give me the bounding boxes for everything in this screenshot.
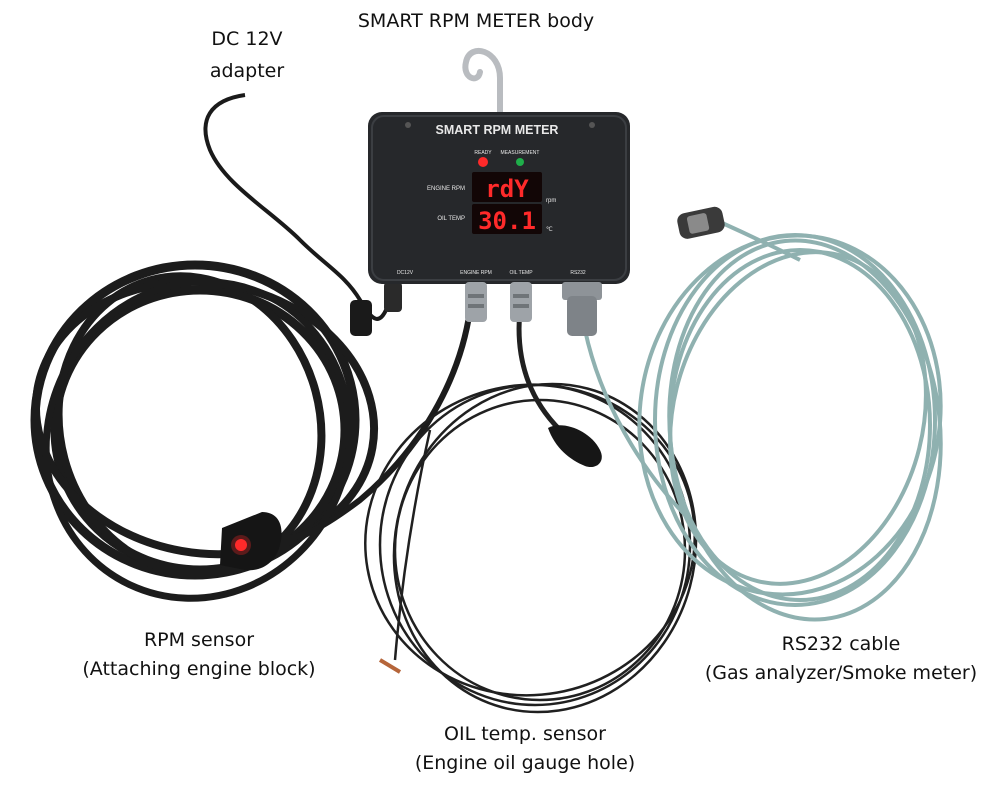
port-dc-label: DC12V bbox=[397, 270, 414, 276]
port-rpm-label: ENGINE RPM bbox=[460, 270, 492, 276]
ready-label: READY bbox=[474, 150, 492, 156]
rs232-cable-coil bbox=[583, 220, 943, 622]
rpm-sensor-callout: RPM sensor (Attaching engine block) bbox=[82, 626, 315, 685]
rs232-label-line1: RS232 cable bbox=[781, 633, 901, 655]
rpm-sensor-head bbox=[220, 512, 282, 571]
adapter-label-line1: DC 12V bbox=[211, 28, 283, 50]
rpm-unit-label: rpm bbox=[546, 198, 556, 204]
rs232-label-line2: (Gas analyzer/Smoke meter) bbox=[704, 662, 978, 685]
port-rs232-label: RS232 bbox=[570, 270, 586, 276]
port-oil-label: OIL TEMP bbox=[509, 270, 533, 276]
oil-sensor-label-line1: OIL temp. sensor bbox=[444, 723, 606, 745]
rpm-display-value: rdY bbox=[485, 175, 529, 203]
oil-temp-connector bbox=[510, 282, 532, 322]
rs232-callout: RS232 cable (Gas analyzer/Smoke meter) bbox=[705, 630, 977, 689]
rpm-sensor-label-line1: RPM sensor bbox=[143, 629, 255, 651]
measurement-label: MEASUREMENT bbox=[501, 150, 540, 156]
rpm-sensor-label-line2: (Attaching engine block) bbox=[82, 658, 316, 681]
rs232-db9-connector bbox=[562, 282, 602, 336]
adapter-label-line2: adapter bbox=[209, 60, 285, 83]
temp-display-window bbox=[472, 204, 542, 234]
measurement-led-icon bbox=[516, 158, 524, 166]
hanging-hook bbox=[462, 48, 503, 118]
rs232-circular-connector bbox=[677, 206, 725, 239]
engine-rpm-connector bbox=[465, 282, 487, 322]
body-callout: SMART RPM METER body bbox=[358, 8, 594, 36]
oil-sensor-callout: OIL temp. sensor (Engine oil gauge hole) bbox=[415, 720, 635, 779]
oil-sensor-label-line2: (Engine oil gauge hole) bbox=[414, 752, 636, 775]
oil-temp-label: OIL TEMP bbox=[437, 216, 465, 222]
rpm-display-window bbox=[472, 172, 542, 202]
dc-adapter-cable bbox=[203, 93, 402, 336]
oil-temp-probe bbox=[378, 425, 602, 674]
device-title: SMART RPM METER bbox=[436, 123, 559, 137]
body-label: SMART RPM METER body bbox=[357, 10, 595, 32]
temp-unit-label: ℃ bbox=[546, 227, 553, 233]
temp-display-value: 30.1 bbox=[478, 207, 536, 235]
ready-led-icon bbox=[478, 157, 488, 167]
rpm-sensor-cable-coil bbox=[30, 260, 473, 602]
adapter-callout: DC 12V adapter bbox=[210, 23, 284, 88]
engine-rpm-label: ENGINE RPM bbox=[427, 186, 465, 192]
